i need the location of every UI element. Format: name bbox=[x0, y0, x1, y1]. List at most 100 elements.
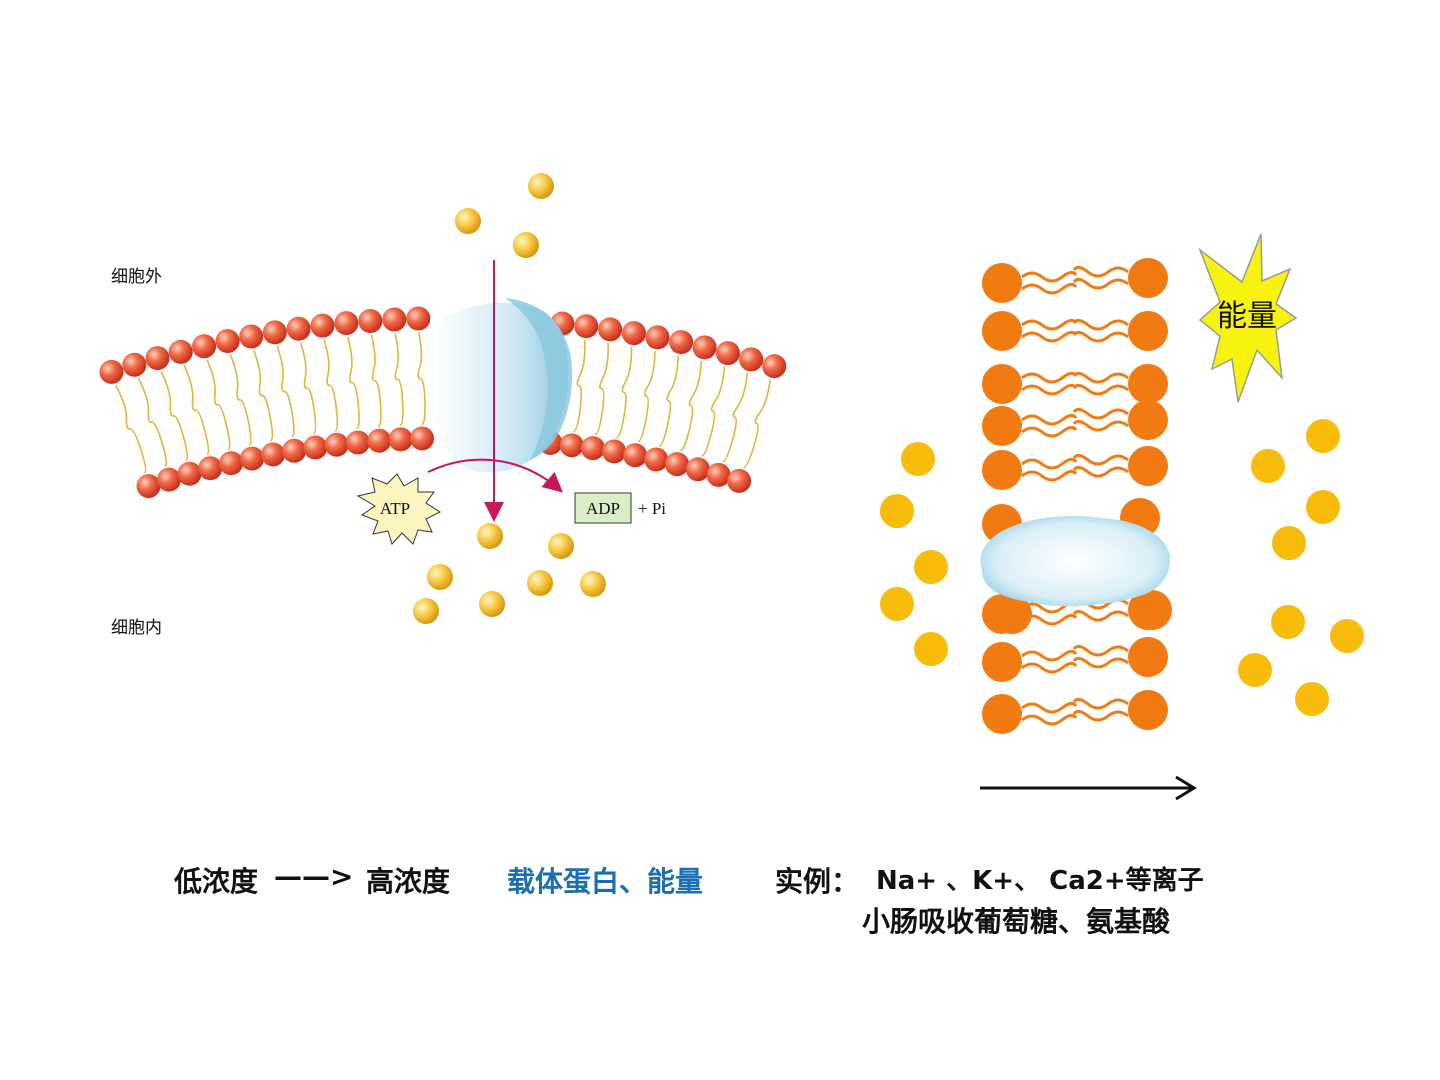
particle bbox=[513, 232, 539, 258]
lipid-tail bbox=[1072, 656, 1129, 669]
lipid-tail bbox=[1021, 318, 1078, 331]
lipid-head bbox=[215, 329, 240, 354]
lipid-head bbox=[282, 438, 307, 463]
lipid-head bbox=[145, 346, 170, 371]
lipid-tail bbox=[394, 333, 404, 427]
lipid-head bbox=[762, 354, 787, 379]
lipid-head bbox=[1128, 364, 1168, 404]
lipid-tail bbox=[1072, 277, 1129, 290]
lipid-tail bbox=[658, 355, 680, 447]
lipid-tail bbox=[160, 371, 189, 461]
particle bbox=[1272, 526, 1306, 560]
lipid-tail bbox=[1021, 649, 1078, 662]
particle bbox=[477, 523, 503, 549]
particle bbox=[914, 632, 948, 666]
lipid-head bbox=[239, 324, 264, 349]
lipid-tail bbox=[1072, 709, 1129, 722]
lipid-tail bbox=[1021, 330, 1078, 343]
lipid-tail bbox=[137, 377, 168, 468]
lipid-tail bbox=[115, 384, 147, 474]
lipid-head bbox=[303, 435, 328, 460]
lipid-head bbox=[739, 347, 764, 372]
energy-label: 能量 bbox=[1217, 299, 1277, 334]
lipid-head bbox=[727, 468, 752, 493]
outside-label: 细胞外 bbox=[111, 267, 162, 287]
lipid-tail bbox=[1021, 282, 1078, 295]
lipid-head bbox=[644, 447, 669, 472]
particle bbox=[1306, 490, 1340, 524]
lipid-head bbox=[669, 330, 694, 355]
lipid-tail bbox=[206, 359, 231, 451]
lipid-head bbox=[99, 359, 124, 384]
particles-right-side bbox=[1238, 419, 1364, 716]
particle bbox=[413, 598, 439, 624]
atp-conversion-arrow bbox=[427, 458, 564, 493]
lipid-head bbox=[122, 352, 147, 377]
lipid-head bbox=[262, 320, 287, 345]
particle bbox=[880, 587, 914, 621]
atp-label: ATP bbox=[380, 499, 410, 518]
lipid-tail bbox=[229, 354, 252, 446]
high-concentration: 高浓度 bbox=[366, 865, 451, 898]
lipid-head bbox=[1128, 311, 1168, 351]
lipid-head bbox=[1128, 446, 1168, 486]
particle bbox=[880, 494, 914, 528]
particles-inside bbox=[413, 523, 606, 624]
lipid-head bbox=[198, 456, 223, 481]
lipid-tail bbox=[701, 366, 726, 457]
lipid-head bbox=[982, 406, 1022, 446]
lipid-head bbox=[992, 594, 1032, 634]
particle bbox=[1295, 682, 1329, 716]
lipid-head bbox=[177, 461, 202, 486]
energy-burst: 能量 bbox=[1198, 233, 1298, 403]
lipid-head bbox=[345, 430, 370, 455]
lipid-tail bbox=[1021, 613, 1078, 626]
lipid-head bbox=[382, 307, 407, 332]
carrier-protein bbox=[431, 298, 573, 473]
lipid-head bbox=[219, 451, 244, 476]
lipid-head bbox=[1132, 590, 1172, 630]
lipid-tail bbox=[1021, 383, 1078, 396]
lipid-head bbox=[645, 325, 670, 350]
low-concentration: 低浓度 bbox=[174, 865, 259, 898]
lipid-tail bbox=[1072, 419, 1129, 432]
lipid-tail bbox=[722, 372, 749, 463]
lipid-tail bbox=[1072, 330, 1129, 343]
lipid-tail bbox=[1072, 697, 1129, 710]
lipid-head bbox=[367, 428, 392, 453]
lipid-head bbox=[621, 321, 646, 346]
particle bbox=[1330, 619, 1364, 653]
lipid-tail bbox=[1072, 371, 1129, 384]
atp-burst: ATP bbox=[356, 473, 442, 545]
direction-text-arrow: ——> bbox=[274, 860, 354, 893]
lipid-tail bbox=[616, 346, 633, 439]
adp-box: ADP + Pi bbox=[574, 492, 666, 524]
lipid-head bbox=[358, 309, 383, 334]
lipid-head bbox=[715, 341, 740, 366]
lipid-tail bbox=[1021, 469, 1078, 482]
requirement-text: 载体蛋白、能量 bbox=[507, 865, 704, 898]
lipid-tail bbox=[346, 336, 360, 430]
lipid-tail bbox=[1072, 383, 1129, 396]
particle bbox=[548, 533, 574, 559]
lipid-tail bbox=[594, 343, 609, 436]
lipid-tail bbox=[1072, 644, 1129, 657]
lipid-tail bbox=[1021, 661, 1078, 674]
lipid-tail bbox=[573, 340, 586, 433]
lipid-tail bbox=[1021, 457, 1078, 470]
lipid-head bbox=[982, 642, 1022, 682]
lipid-tail bbox=[1021, 425, 1078, 438]
lipid-head bbox=[136, 474, 161, 499]
lipid-tail bbox=[1021, 270, 1078, 283]
lipid-head bbox=[156, 467, 181, 492]
particle bbox=[427, 564, 453, 590]
lipid-head bbox=[168, 339, 193, 364]
particle bbox=[580, 571, 606, 597]
example-line-1: Na+ 、K+、 Ca2+等离子 bbox=[876, 866, 1204, 896]
lipid-head bbox=[665, 452, 690, 477]
direction-arrow bbox=[980, 775, 1197, 801]
lipid-tail bbox=[1072, 465, 1129, 478]
particles-left-side bbox=[880, 442, 948, 666]
straight-membrane bbox=[982, 258, 1172, 734]
